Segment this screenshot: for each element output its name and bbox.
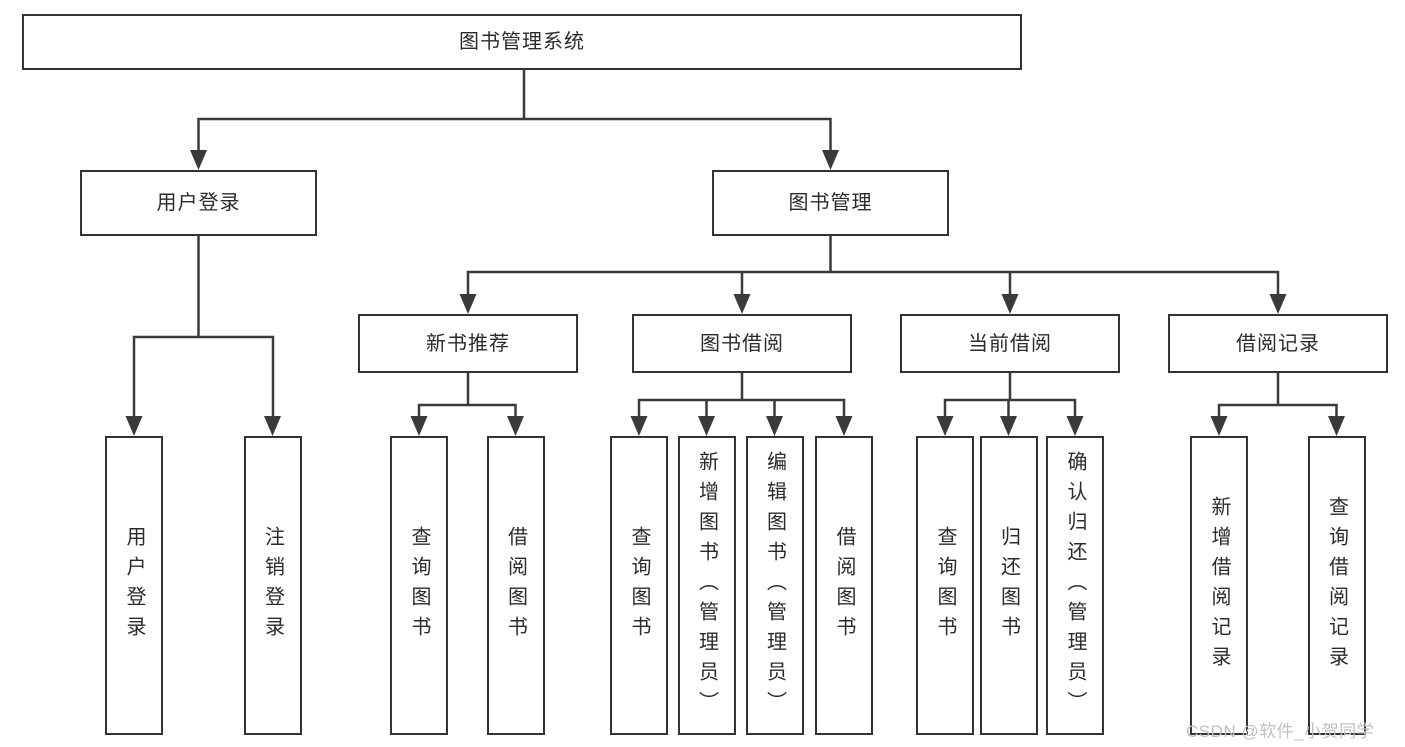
arrowhead [1210,416,1228,436]
node-label: 用户登录 [156,192,241,214]
node-label: 图书管理系统 [459,31,585,53]
node-book-management: 图书管理 [712,170,949,236]
node-label: 归还图书 [997,525,1020,646]
arrowhead [630,416,648,436]
node-leaf-query-borrow-record: 查询借阅记录 [1307,436,1366,735]
node-current-borrowing: 当前借阅 [900,314,1120,373]
node-leaf-borrow-books-2: 借阅图书 [815,436,873,735]
node-label: 查询图书 [628,525,650,646]
node-leaf-user-login: 用户登录 [105,436,163,735]
arrowhead [1066,416,1084,436]
node-book-borrowing: 图书借阅 [632,314,852,373]
node-label: 新增图书（管理员） [695,450,718,721]
node-label: 查询图书 [934,525,956,646]
arrowhead [936,416,954,436]
node-leaf-borrow-books-1: 借阅图书 [486,436,545,735]
arrowhead [733,294,751,314]
node-leaf-add-book-admin: 新增图书（管理员） [677,436,736,735]
node-label: 查询图书 [408,525,430,646]
node-label: 新增借阅记录 [1208,495,1230,676]
arrowhead [1001,294,1019,314]
arrowhead [125,416,143,436]
node-label: 注销登录 [261,525,284,646]
arrowhead [1328,416,1345,436]
node-leaf-return-book: 归还图书 [979,436,1038,735]
node-leaf-add-borrow-record: 新增借阅记录 [1190,436,1248,735]
node-leaf-query-books-2: 查询图书 [610,436,668,735]
node-root-system: 图书管理系统 [22,14,1022,70]
node-label: 查询借阅记录 [1325,495,1348,676]
node-leaf-query-books-1: 查询图书 [390,436,448,735]
arrowhead [1000,416,1017,436]
node-new-book-recommend: 新书推荐 [358,314,578,373]
arrowhead [190,150,207,170]
node-label: 图书管理 [788,192,873,214]
node-label: 当前借阅 [968,332,1052,355]
arrowhead [766,416,783,436]
arrowhead [410,416,428,436]
arrowhead [822,150,839,170]
csdn-watermark: CSDN @软件_小贺同学 [1186,722,1375,741]
node-leaf-edit-book-admin: 编辑图书（管理员） [745,436,804,735]
node-label: 用户登录 [123,525,145,646]
node-leaf-confirm-return-admin: 确认归还（管理员） [1046,436,1104,735]
arrowhead [835,416,853,436]
node-label: 确认归还（管理员） [1064,450,1086,721]
node-leaf-query-books-3: 查询图书 [916,436,974,735]
node-leaf-logout: 注销登录 [243,436,302,735]
arrowhead [264,416,281,436]
node-user-login: 用户登录 [80,170,317,236]
arrowhead [459,294,477,314]
node-label: 编辑图书（管理员） [763,450,786,721]
arrowhead [507,416,524,436]
node-label: 图书借阅 [700,332,784,355]
node-label: 借阅图书 [504,525,527,646]
arrowhead [1269,294,1287,314]
node-label: 新书推荐 [426,332,510,355]
node-borrowing-records: 借阅记录 [1168,314,1388,373]
arrowhead [698,416,715,436]
node-label: 借阅记录 [1236,332,1320,355]
node-label: 借阅图书 [833,525,855,646]
